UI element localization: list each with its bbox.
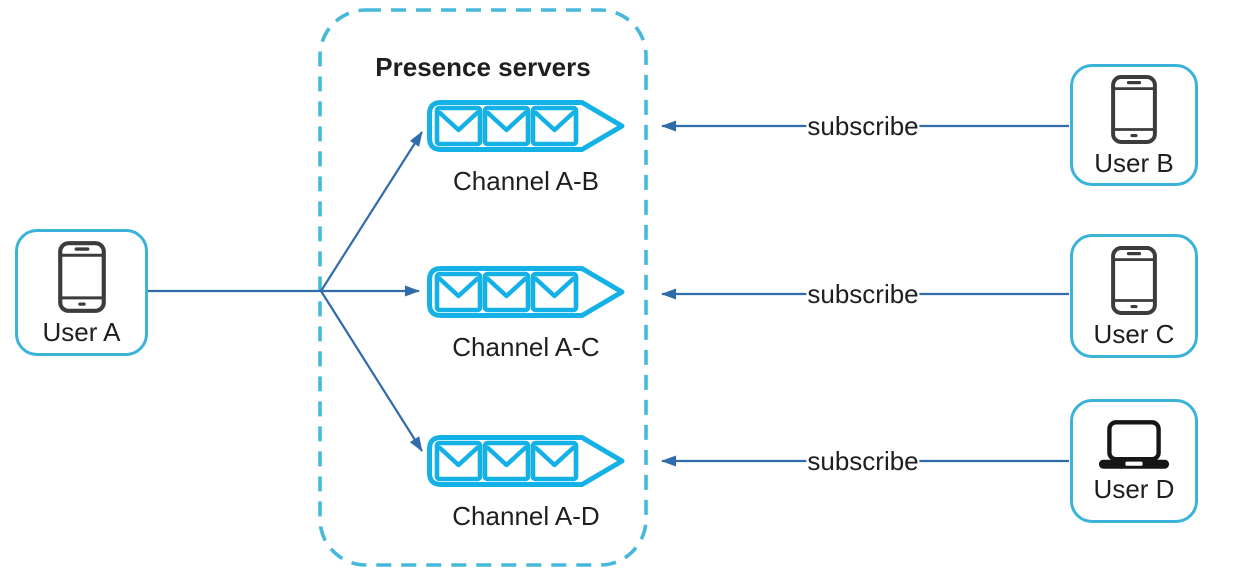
envelope-icon: [482, 105, 531, 147]
envelope-icon: [482, 271, 531, 313]
subscribe-label-user-d: subscribe: [806, 445, 920, 477]
user-b-box: User B: [1070, 64, 1198, 186]
arrow-user-a-to-channel-a-b: [320, 131, 423, 292]
user-label: User C: [1093, 318, 1175, 349]
subscribe-label-user-c: subscribe: [806, 278, 920, 310]
channel-a-b: Channel A-B: [426, 99, 626, 197]
channel-label: Channel A-C: [452, 332, 600, 362]
channel-a-c: Channel A-C: [426, 265, 626, 363]
envelope-icon: [530, 105, 579, 147]
envelope-icon: [530, 271, 579, 313]
user-a-box: User A: [15, 229, 148, 356]
presence-servers-title: Presence servers: [375, 52, 591, 82]
presence-servers-dashed-border: [318, 8, 648, 567]
envelope-icon: [434, 440, 483, 482]
channel-label: Channel A-B: [453, 166, 599, 196]
smartphone-icon: [1111, 245, 1157, 315]
message-queue-icon: [427, 100, 625, 152]
arrow-user-a-to-channel-a-d: [320, 290, 423, 452]
subscribe-label-user-b: subscribe: [806, 110, 920, 142]
user-label: User B: [1094, 147, 1174, 178]
channel-label: Channel A-D: [452, 501, 600, 531]
message-queue-icon: [427, 266, 625, 318]
user-label: User A: [42, 316, 121, 347]
user-label: User D: [1093, 473, 1175, 504]
laptop-icon: [1098, 419, 1170, 469]
envelope-icon: [434, 105, 483, 147]
message-queue-icon: [427, 435, 625, 487]
envelope-icon: [530, 440, 579, 482]
user-c-box: User C: [1070, 234, 1198, 358]
presence-servers-box: [318, 8, 648, 567]
envelope-icon: [482, 440, 531, 482]
envelope-icon: [434, 271, 483, 313]
smartphone-icon: [1111, 74, 1157, 144]
user-d-box: User D: [1070, 399, 1198, 523]
channel-a-d: Channel A-D: [426, 434, 626, 532]
smartphone-icon: [57, 240, 106, 313]
